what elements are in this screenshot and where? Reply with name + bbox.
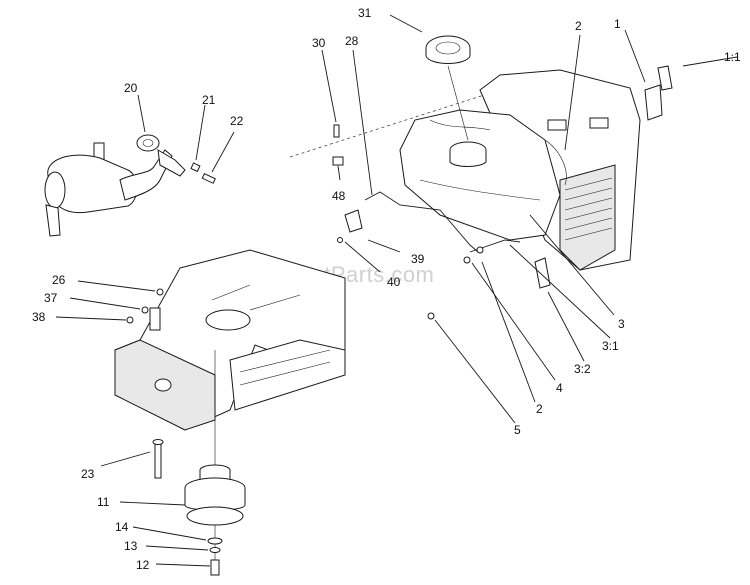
frame-rail: [229, 339, 346, 411]
bolt-23: [154, 442, 162, 479]
exhaust-gasket: [136, 134, 160, 152]
callout-5: 5: [514, 423, 521, 437]
exhaust-pipe: [119, 149, 173, 201]
callout-21: 21: [202, 93, 216, 107]
callout-14: 14: [115, 520, 129, 534]
pulley-bottom: [186, 506, 244, 526]
callout-28: 28: [345, 34, 359, 48]
callout-3-2: 3:2: [574, 362, 591, 376]
bolt-26: [156, 288, 164, 296]
screw-5: [427, 312, 435, 320]
callout-37: 37: [44, 291, 58, 305]
bracket-39: [344, 209, 363, 233]
frame-side-hole: [154, 378, 172, 392]
callout-1-1: 1:1: [724, 50, 741, 64]
callout-4: 4: [556, 381, 563, 395]
shroud-grille: [559, 164, 616, 271]
frame-hole: [205, 309, 251, 331]
ignition-switch: [644, 65, 673, 121]
callout-2-bottom: 2: [536, 402, 543, 416]
bolt-30: [333, 124, 340, 138]
callout-26: 26: [52, 273, 66, 287]
callout-48: 48: [332, 189, 346, 203]
nut-13: [209, 547, 221, 553]
washer-37: [141, 306, 149, 314]
callout-30: 30: [312, 36, 326, 50]
clip-48: [332, 156, 344, 166]
pulley-stack: [152, 350, 246, 576]
washer-14: [207, 537, 223, 545]
screw-40: [337, 237, 343, 243]
callout-40: 40: [387, 275, 401, 289]
callout-38: 38: [32, 310, 46, 324]
throttle-rod: [364, 191, 479, 253]
switch-key: [657, 65, 673, 91]
callout-2-top: 2: [575, 19, 582, 33]
fuel-tank: [399, 109, 561, 241]
frame-bracket: [149, 307, 161, 331]
switch-plate: [644, 84, 663, 121]
bolt: [201, 172, 216, 184]
callout-39: 39: [411, 252, 425, 266]
callout-3: 3: [618, 317, 625, 331]
callout-12: 12: [136, 558, 150, 572]
nut-38: [126, 316, 134, 324]
muffler-outlet: [45, 204, 61, 237]
callout-31: 31: [358, 6, 372, 20]
muffler-end: [44, 171, 66, 209]
callout-20: 20: [124, 81, 138, 95]
callout-1: 1: [614, 17, 621, 31]
fuel-tank-assembly: [399, 69, 641, 271]
callout-3-1: 3:1: [602, 339, 619, 353]
nut: [190, 162, 201, 173]
exhaust-flange: [157, 149, 186, 177]
callout-22: 22: [230, 114, 244, 128]
frame-deck: [114, 249, 346, 431]
bolt-12: [210, 559, 220, 576]
cable-clamp: [534, 257, 551, 289]
leader-lines: [55, 14, 738, 567]
callout-13: 13: [124, 539, 138, 553]
muffler: [44, 134, 216, 237]
fuel-cap: [425, 35, 471, 141]
callout-11: 11: [97, 495, 110, 509]
callout-23: 23: [81, 467, 95, 481]
